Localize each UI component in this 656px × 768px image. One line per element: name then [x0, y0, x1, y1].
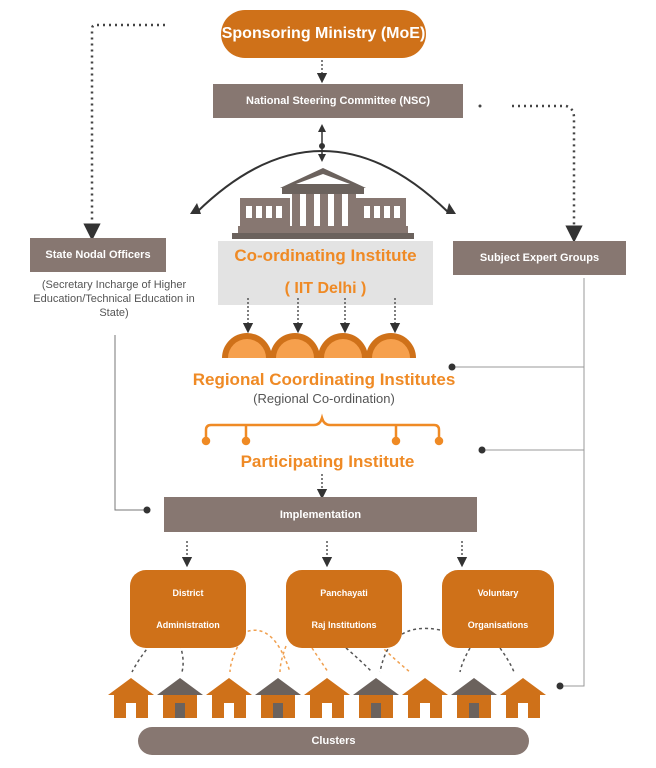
hut-icon — [255, 678, 301, 718]
state-nodal-to-implementation — [114, 335, 145, 511]
voluntary-line2: Organisations — [467, 620, 529, 630]
clusters-node: Clusters — [138, 727, 529, 755]
district-line1: District — [172, 588, 204, 598]
hut-icon — [304, 678, 350, 718]
hut-icon — [353, 678, 399, 718]
state-nodal-label: State Nodal Officers — [45, 249, 151, 261]
participating-title: Participating Institute — [240, 452, 415, 471]
panchayati-line1: Panchayati — [320, 588, 368, 598]
nsc-node: National Steering Committee (NSC) — [213, 84, 463, 118]
institute-building-icon — [232, 168, 414, 239]
hut-icon — [157, 678, 203, 718]
panchayati-line2: Raj Institutions — [311, 620, 377, 630]
coordinating-highlight — [218, 241, 433, 305]
subject-experts-node: Subject Expert Groups — [453, 241, 626, 275]
ministry-node: Sponsoring Ministry (MoE) — [221, 10, 426, 58]
regional-title: Regional Coordinating Institutes — [192, 370, 456, 389]
state-nodal-description: (Secretary Incharge of Higher Education/… — [33, 279, 195, 319]
panchayati-node: Panchayati Raj Institutions — [286, 570, 402, 648]
hut-icon — [500, 678, 546, 718]
subject-experts-label: Subject Expert Groups — [479, 252, 600, 264]
district-node: District Administration — [130, 570, 246, 648]
branch-bracket-icon — [201, 413, 444, 446]
coordinating-title: Co-ordinating Institute — [234, 246, 417, 265]
nsc-label: National Steering Committee (NSC) — [246, 95, 430, 107]
district-line2: Administration — [156, 620, 220, 630]
regional-semicircle-icon — [222, 333, 416, 358]
ministry-label: Sponsoring Ministry (MoE) — [221, 25, 426, 42]
clusters-label: Clusters — [311, 735, 356, 747]
voluntary-line1: Voluntary — [477, 588, 519, 598]
coordinating-subtitle: ( IIT Delhi ) — [284, 280, 367, 297]
experts-right-line — [562, 278, 585, 687]
hut-icon — [451, 678, 497, 718]
hut-icon — [108, 678, 154, 718]
implementation-node: Implementation — [164, 497, 477, 532]
nsc-to-experts-arrow — [512, 104, 583, 243]
nsc-arc — [196, 150, 449, 213]
regional-subtitle: (Regional Co-ordination) — [253, 391, 395, 406]
hut-icon — [402, 678, 448, 718]
hut-icon — [206, 678, 252, 718]
state-nodal-node: State Nodal Officers — [30, 238, 166, 272]
voluntary-node: Voluntary Organisations — [442, 570, 554, 648]
ministry-to-state-nodal-arrow — [83, 23, 165, 241]
implementation-label: Implementation — [279, 508, 362, 521]
